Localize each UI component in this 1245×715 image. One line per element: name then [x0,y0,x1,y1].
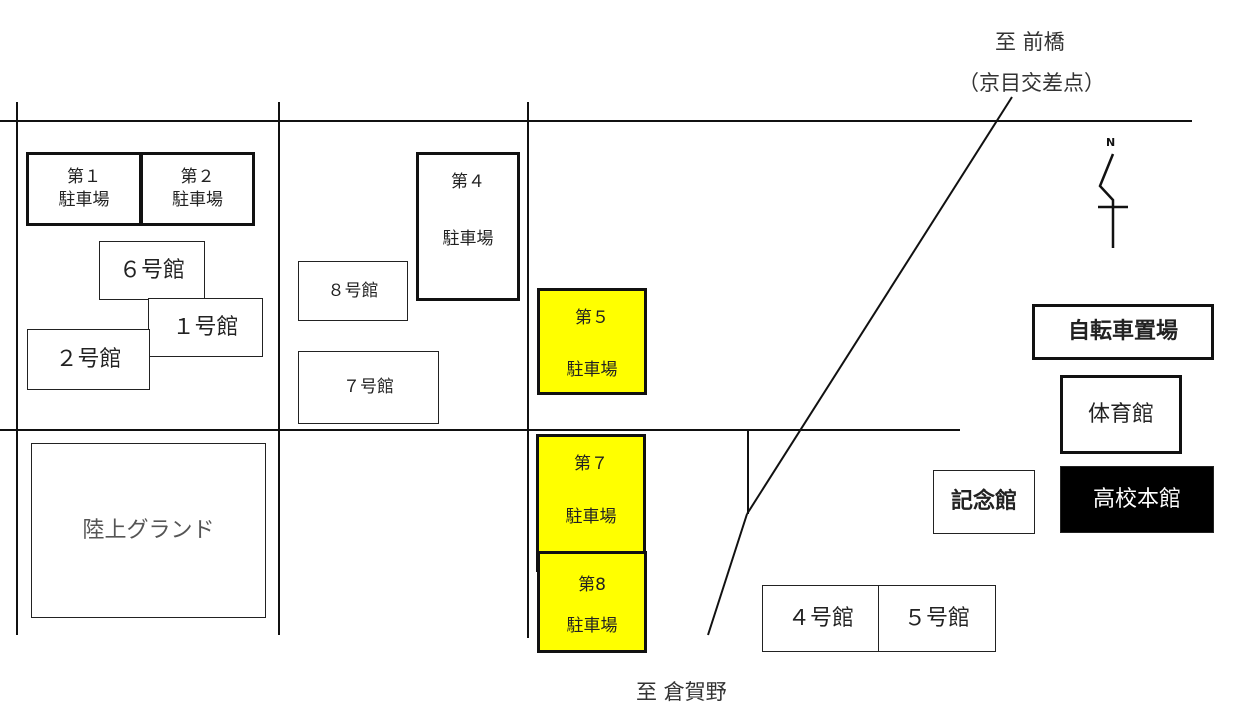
building-7: ７号館 [298,351,439,424]
road-diagonal-south [707,513,748,636]
north-intersection-label: （京目交差点） [958,71,1105,95]
bicycle-parking: 自転車置場 [1032,304,1214,360]
parking-lot-2: 第２ 駐車場 [140,152,255,226]
high-school-main-building: 高校本館 [1060,466,1214,533]
parking-lot-8: 第8 駐車場 [537,551,647,653]
south-destination-label: 至 倉賀野 [636,680,727,704]
building-8: ８号館 [298,261,408,321]
athletic-field: 陸上グランド [31,443,266,618]
parking-lot-5: 第５ 駐車場 [537,288,647,395]
parking-lot-8-label: 駐車場 [566,616,618,637]
north-arrow-icon: N [1093,134,1133,256]
gymnasium: 体育館 [1060,375,1182,454]
building-6: ６号館 [99,241,205,300]
road-diagonal-north [746,96,1013,515]
building-5: ５号館 [878,585,996,652]
parking-lot-4-label: 駐車場 [442,228,494,249]
building-1: １号館 [148,298,263,357]
building-2: ２号館 [27,329,150,390]
parking-lot-1: 第１ 駐車場 [26,152,142,226]
parking-lot-7-label: 駐車場 [565,507,617,528]
north-destination-label: 至 前橋 [995,30,1065,54]
parking-lot-4: 第４ 駐車場 [416,152,520,301]
parking-lot-7-number: 第７ [574,454,608,474]
building-4: ４号館 [762,585,880,652]
memorial-hall: 記念館 [933,470,1035,534]
parking-lot-5-label: 駐車場 [566,360,618,381]
parking-lot-8-number: 第8 [578,575,606,595]
parking-lot-5-number: 第５ [575,308,609,328]
compass-n-label: N [1106,136,1115,149]
parking-lot-4-number: 第４ [451,172,485,192]
